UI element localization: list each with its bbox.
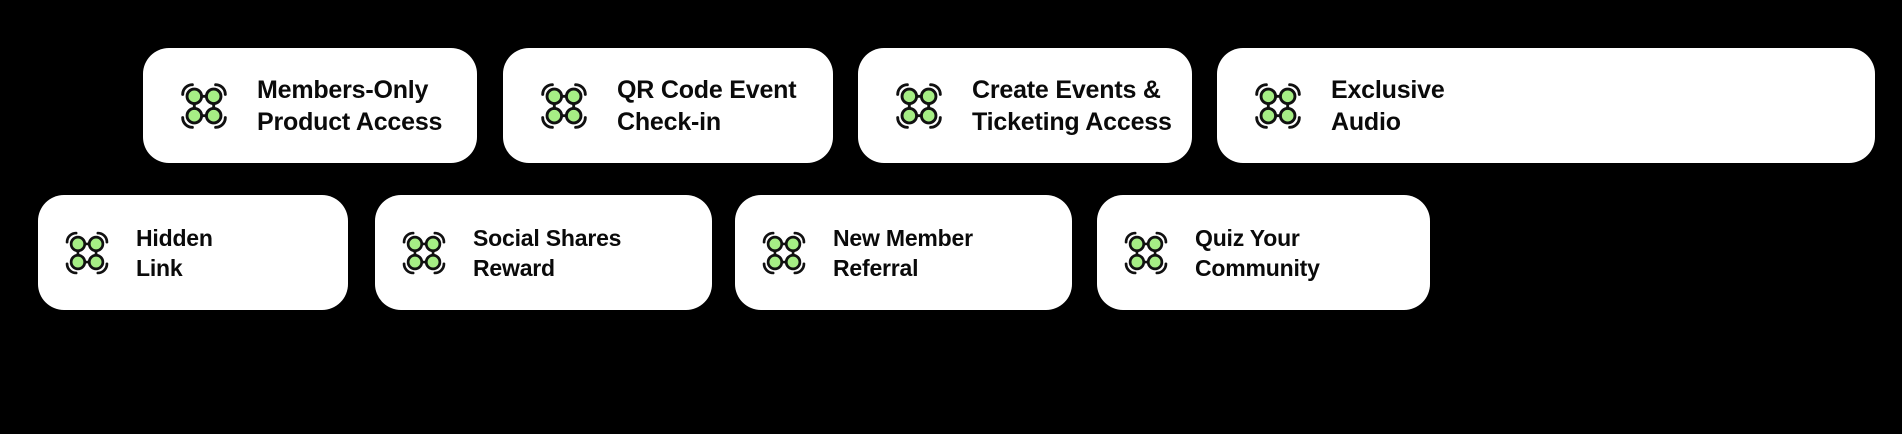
connected-nodes-scan-icon bbox=[762, 231, 806, 274]
connected-nodes-scan-icon bbox=[181, 82, 227, 129]
feature-card-create-events-ticketing-access[interactable]: Create Events & Ticketing Access bbox=[858, 48, 1192, 163]
connected-nodes-scan-icon bbox=[541, 82, 587, 129]
feature-card-label-line-1: Members-Only bbox=[257, 75, 429, 104]
feature-card-label-line-1: Social Shares bbox=[473, 224, 622, 251]
feature-card-label-line-2: Product Access bbox=[257, 107, 443, 136]
feature-card-label: Create Events & Ticketing Access bbox=[972, 74, 1172, 138]
feature-card-label-line-1: Exclusive bbox=[1331, 75, 1445, 104]
feature-card-label-line-1: Quiz Your bbox=[1195, 224, 1300, 251]
feature-card-label-line-2: Community bbox=[1195, 254, 1320, 281]
feature-card-label-line-1: QR Code Event bbox=[617, 75, 797, 104]
connected-nodes-scan-icon bbox=[1124, 231, 1168, 274]
feature-card-label-line-1: Hidden bbox=[136, 224, 213, 251]
feature-card-label-line-2: Audio bbox=[1331, 107, 1401, 136]
feature-card-label-line-2: Link bbox=[136, 254, 183, 281]
connected-nodes-scan-icon bbox=[896, 82, 942, 129]
feature-card-label-line-2: Reward bbox=[473, 254, 555, 281]
feature-card-label-line-1: New Member bbox=[833, 224, 973, 251]
connected-nodes-scan-icon bbox=[1255, 82, 1301, 129]
connected-nodes-scan-icon bbox=[65, 231, 109, 274]
connected-nodes-scan-icon bbox=[402, 231, 446, 274]
feature-card-label-line-2: Ticketing Access bbox=[972, 107, 1172, 136]
feature-card-label-line-1: Create Events & bbox=[972, 75, 1161, 104]
feature-card-label-line-2: Referral bbox=[833, 254, 919, 281]
feature-card-label-line-2: Check-in bbox=[617, 107, 721, 136]
